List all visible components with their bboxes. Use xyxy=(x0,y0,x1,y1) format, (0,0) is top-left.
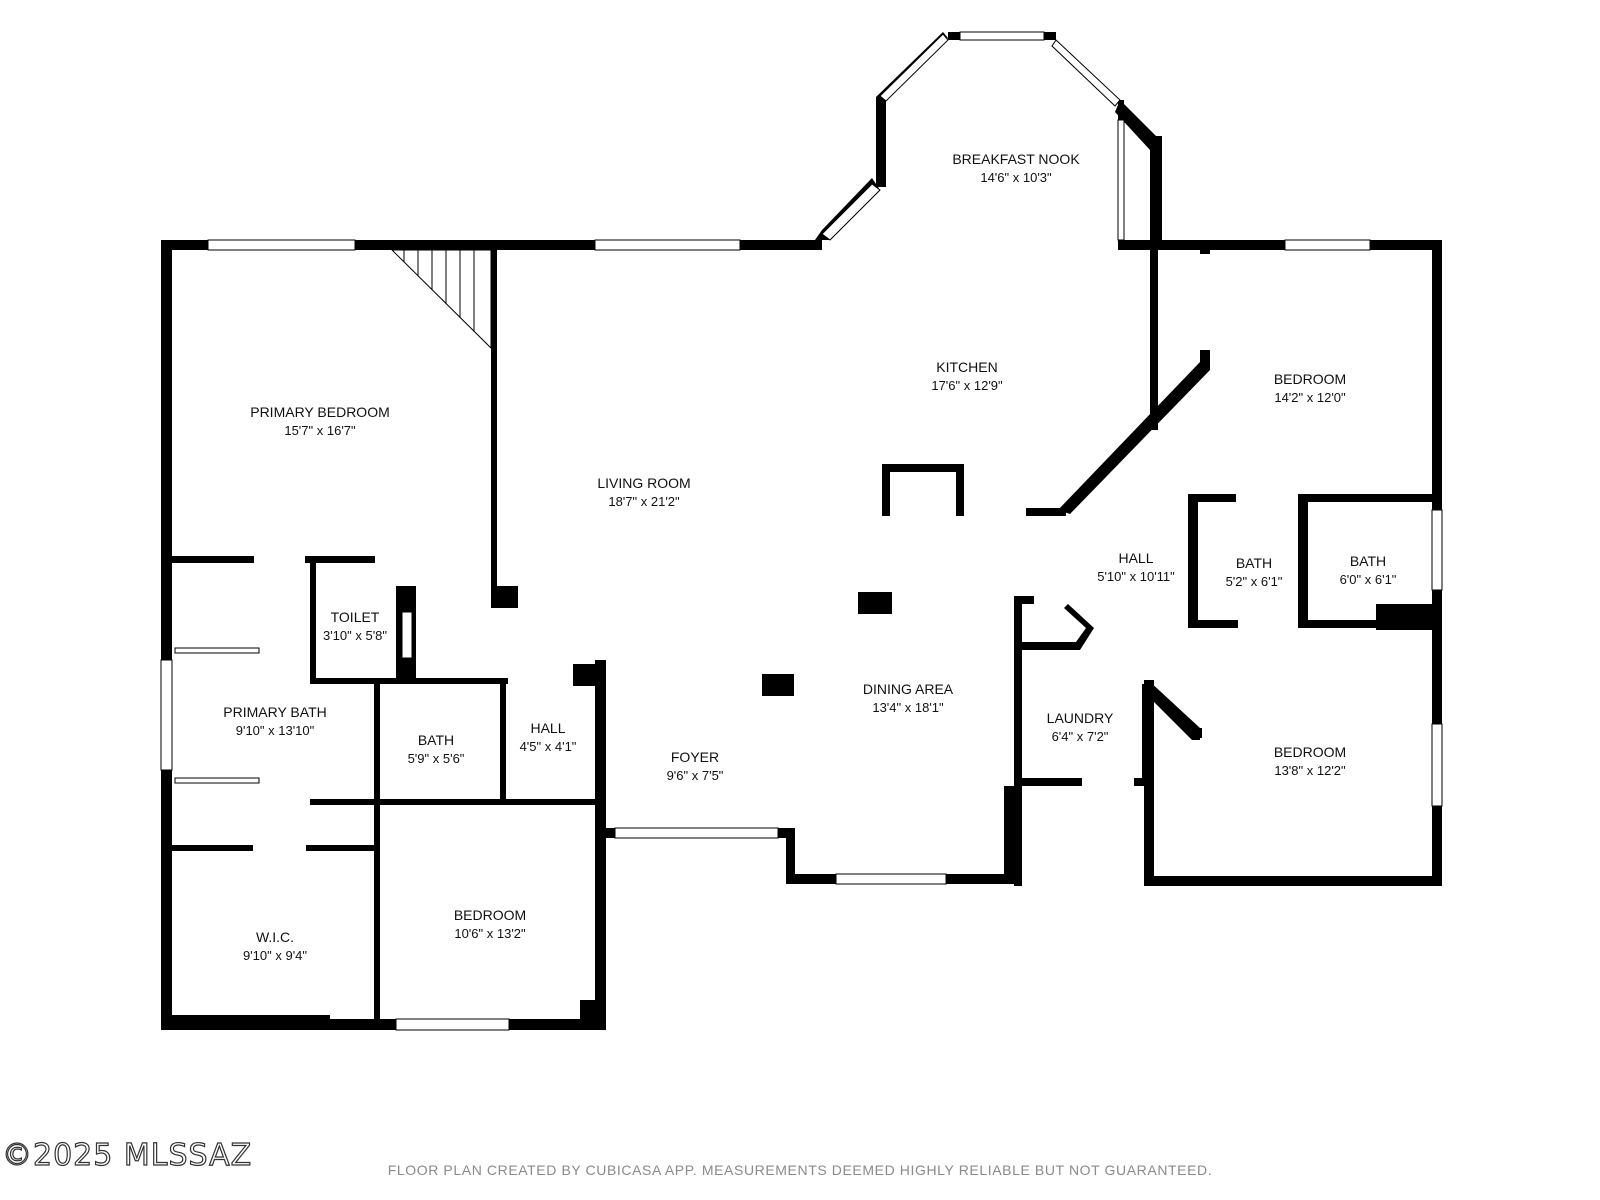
room-dim-wic: 9'10" x 9'4" xyxy=(243,948,307,963)
mls-watermark: ©2025 MLSSAZ xyxy=(1,1137,253,1173)
room-name-bath-east-1: BATH xyxy=(1236,555,1272,571)
room-name-bedroom-ne: BEDROOM xyxy=(1274,371,1346,387)
stairs xyxy=(390,249,492,350)
room-name-hall-east: HALL xyxy=(1118,550,1153,566)
room-name-wic: W.I.C. xyxy=(256,929,294,945)
room-dim-primary-bedroom: 15'7" x 16'7" xyxy=(284,423,356,438)
room-dim-living-room: 18'7" x 21'2" xyxy=(608,494,680,509)
room-name-primary-bath: PRIMARY BATH xyxy=(223,704,326,720)
walls xyxy=(161,32,1442,1030)
room-name-primary-bedroom: PRIMARY BEDROOM xyxy=(250,404,390,420)
room-name-laundry: LAUNDRY xyxy=(1047,710,1114,726)
room-dim-foyer: 9'6" x 7'5" xyxy=(667,768,724,783)
room-name-living-room: LIVING ROOM xyxy=(597,475,690,491)
room-dim-bedroom-ne: 14'2" x 12'0" xyxy=(1274,390,1346,405)
room-dim-hall-west: 4'5" x 4'1" xyxy=(520,739,577,754)
room-dim-kitchen: 17'6" x 12'9" xyxy=(931,378,1003,393)
room-name-kitchen: KITCHEN xyxy=(936,359,997,375)
room-name-breakfast-nook: BREAKFAST NOOK xyxy=(952,151,1080,167)
room-name-bedroom-sw: BEDROOM xyxy=(454,907,526,923)
room-dim-toilet: 3'10" x 5'8" xyxy=(323,628,387,643)
room-dim-breakfast-nook: 14'6" x 10'3" xyxy=(980,170,1052,185)
room-dim-bath-east-2: 6'0" x 6'1" xyxy=(1340,572,1397,587)
room-name-toilet: TOILET xyxy=(331,609,380,625)
room-name-dining-area: DINING AREA xyxy=(863,681,954,697)
room-name-bath-center: BATH xyxy=(418,732,454,748)
room-dim-hall-east: 5'10" x 10'11" xyxy=(1097,569,1175,584)
room-name-foyer: FOYER xyxy=(671,749,719,765)
room-dim-primary-bath: 9'10" x 13'10" xyxy=(236,723,315,738)
room-dim-dining-area: 13'4" x 18'1" xyxy=(872,700,944,715)
room-name-bath-east-2: BATH xyxy=(1350,553,1386,569)
room-name-hall-west: HALL xyxy=(530,720,565,736)
room-dim-bedroom-se: 13'8" x 12'2" xyxy=(1274,763,1346,778)
room-dim-bath-center: 5'9" x 5'6" xyxy=(408,751,465,766)
room-dim-laundry: 6'4" x 7'2" xyxy=(1052,729,1109,744)
room-labels: BREAKFAST NOOK 14'6" x 10'3" KITCHEN 17'… xyxy=(223,151,1397,963)
floor-plan-disclaimer: FLOOR PLAN CREATED BY CUBICASA APP. MEAS… xyxy=(387,1162,1213,1178)
room-dim-bedroom-sw: 10'6" x 13'2" xyxy=(454,926,526,941)
room-name-bedroom-se: BEDROOM xyxy=(1274,744,1346,760)
room-dim-bath-east-1: 5'2" x 6'1" xyxy=(1226,574,1283,589)
windows xyxy=(160,31,1443,1031)
